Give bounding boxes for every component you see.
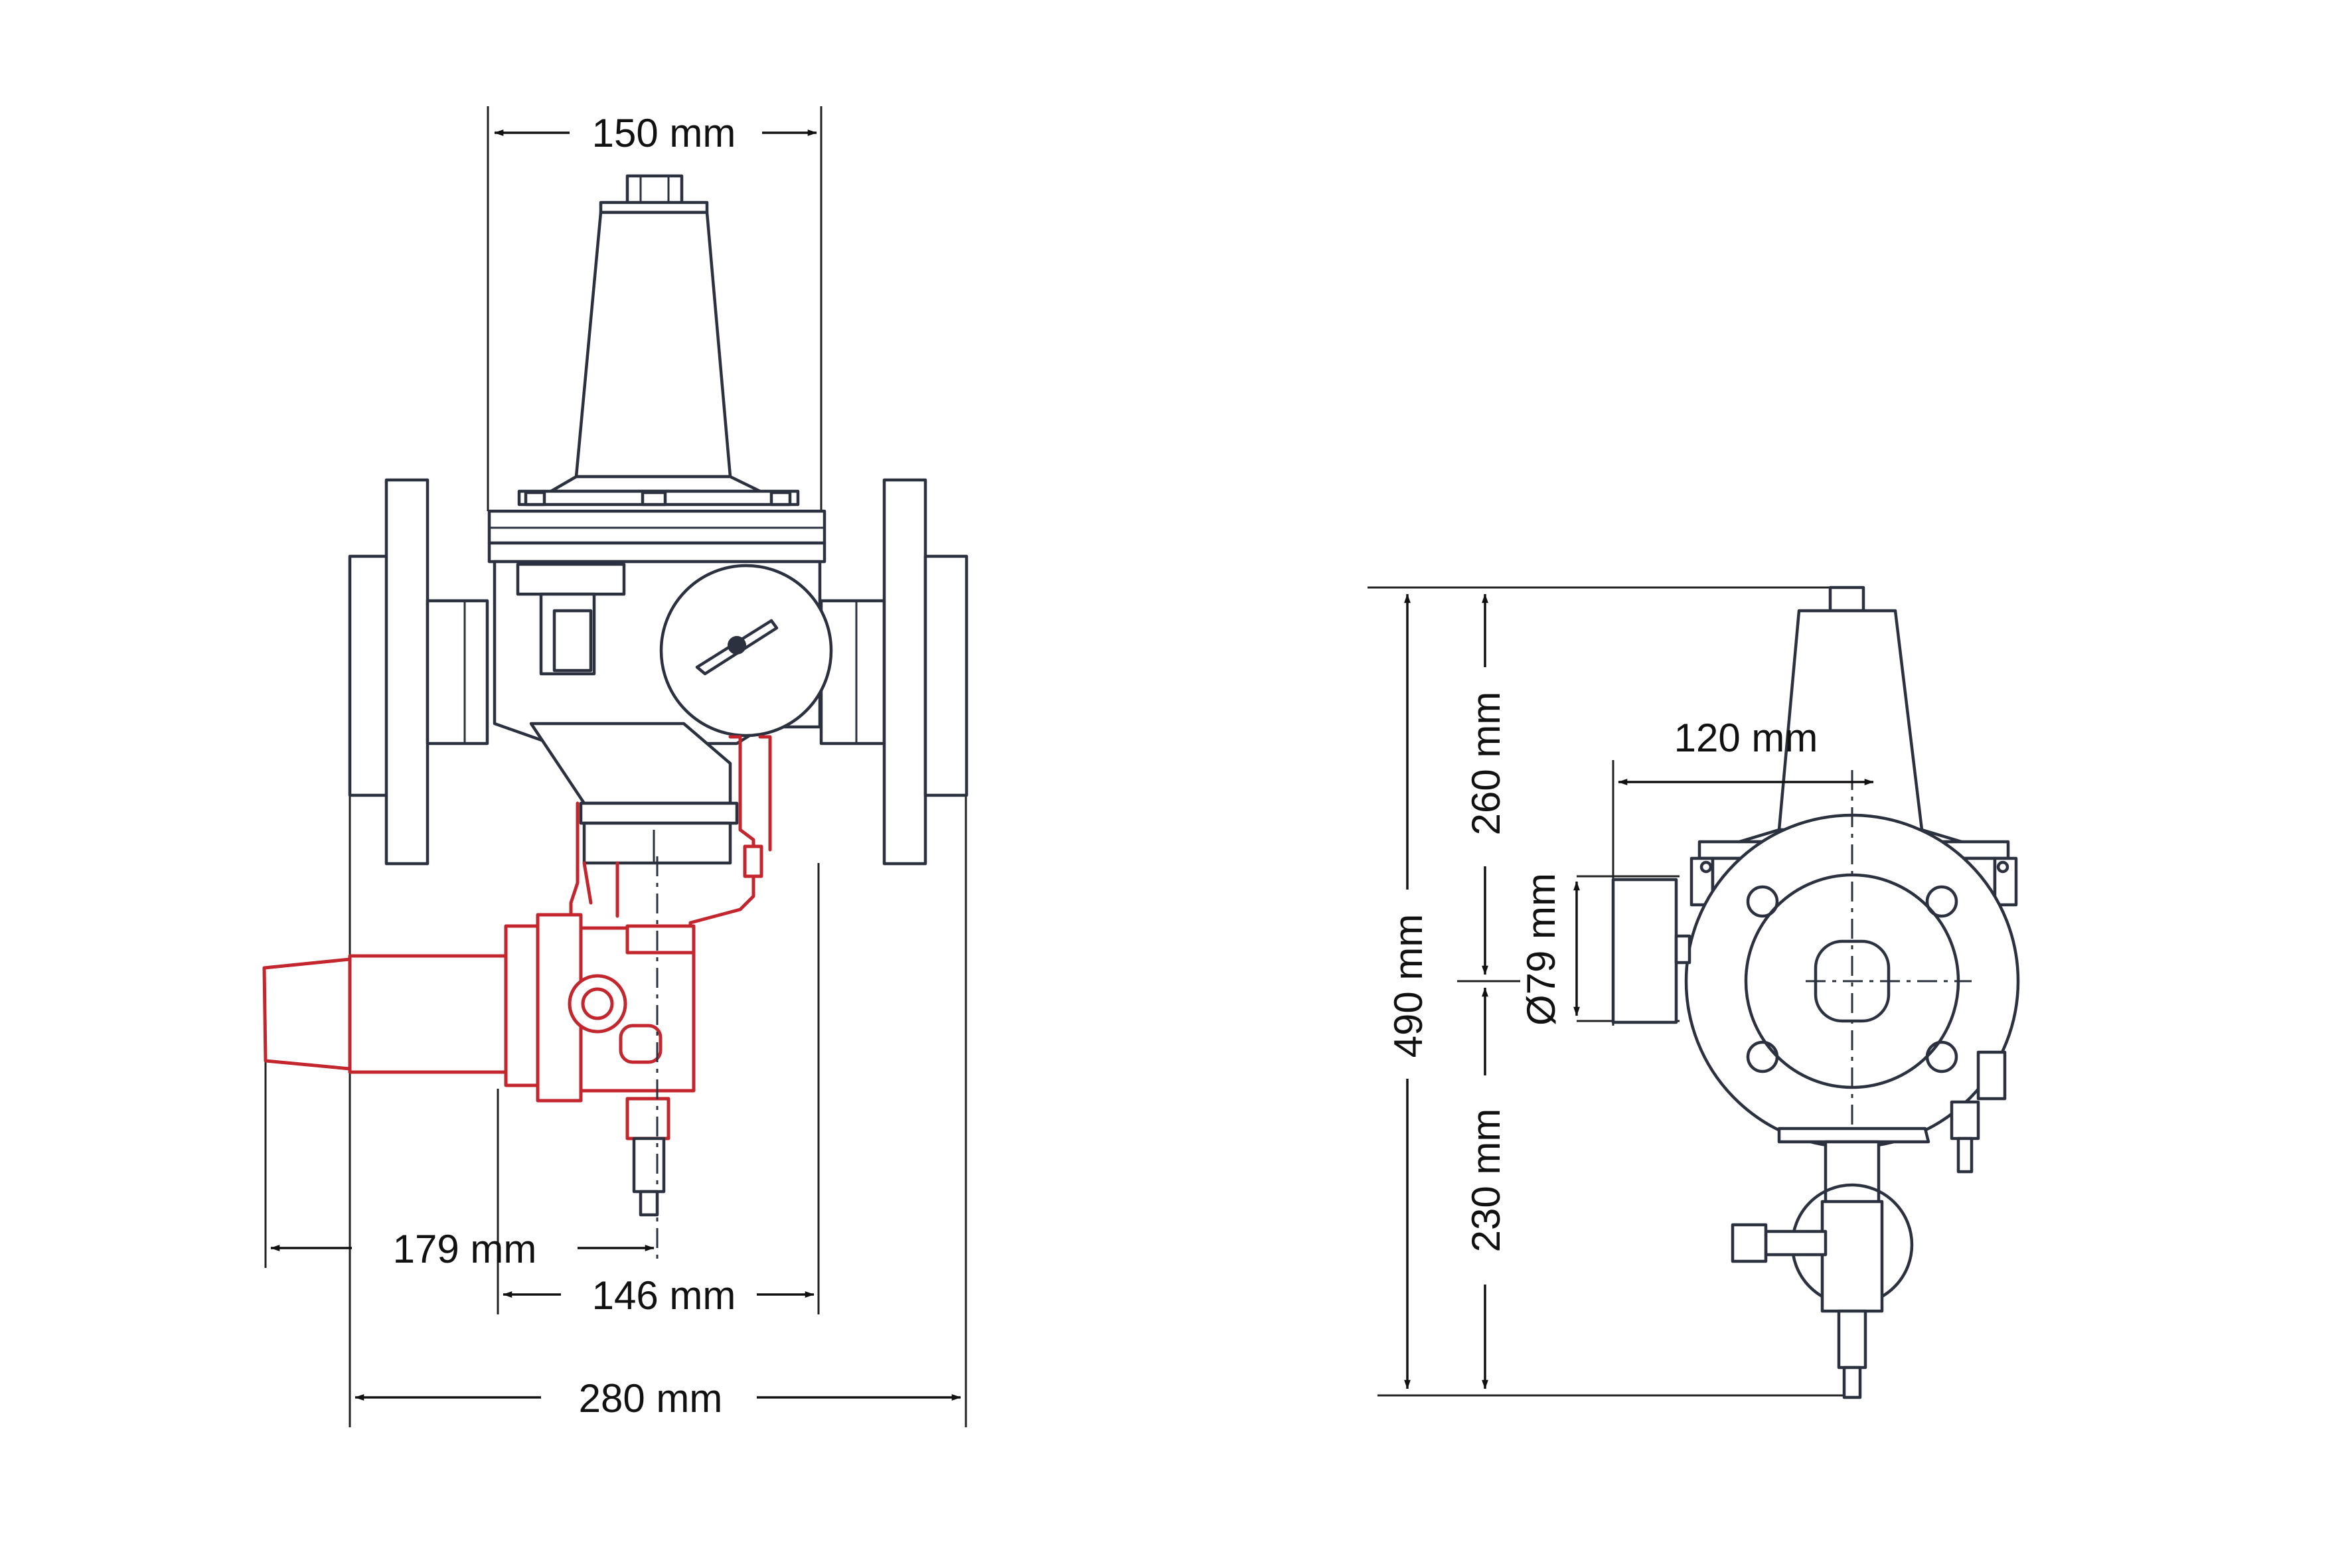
dim-260: 260 mm bbox=[1464, 593, 1508, 975]
dim-label-79: Ø79 mm bbox=[1519, 873, 1563, 1026]
dim-120: 120 mm bbox=[1618, 716, 1874, 785]
dim-label-150: 150 mm bbox=[592, 111, 736, 155]
side-gauge bbox=[1611, 878, 1691, 1024]
spring-bonnet bbox=[487, 174, 826, 564]
pilot-regulator bbox=[262, 735, 772, 1217]
side-view: 490 mm 260 mm 230 mm Ø79 mm 120 mm bbox=[1368, 586, 2020, 1399]
side-flange bbox=[1684, 770, 2020, 1149]
dim-label-179: 179 mm bbox=[393, 1227, 537, 1271]
dim-label-490: 490 mm bbox=[1386, 914, 1431, 1058]
dim-label-260: 260 mm bbox=[1464, 692, 1508, 836]
pipe-and-flanges bbox=[348, 478, 969, 866]
dim-label-230: 230 mm bbox=[1464, 1109, 1508, 1253]
side-pilot bbox=[1731, 1050, 2007, 1399]
dim-146: 146 mm bbox=[503, 1273, 815, 1318]
dim-179: 179 mm bbox=[270, 1227, 655, 1271]
pressure-gauge bbox=[659, 564, 833, 738]
dim-230: 230 mm bbox=[1464, 987, 1508, 1389]
dim-79: Ø79 mm bbox=[1519, 873, 1580, 1026]
dim-label-120: 120 mm bbox=[1674, 716, 1818, 760]
dim-490: 490 mm bbox=[1386, 593, 1431, 1389]
dim-150: 150 mm bbox=[494, 111, 817, 155]
dim-label-146: 146 mm bbox=[592, 1273, 736, 1318]
dim-label-280: 280 mm bbox=[579, 1376, 723, 1421]
front-view: 150 mm 179 mm 146 mm 280 mm bbox=[262, 106, 969, 1427]
dim-280: 280 mm bbox=[354, 1376, 961, 1421]
